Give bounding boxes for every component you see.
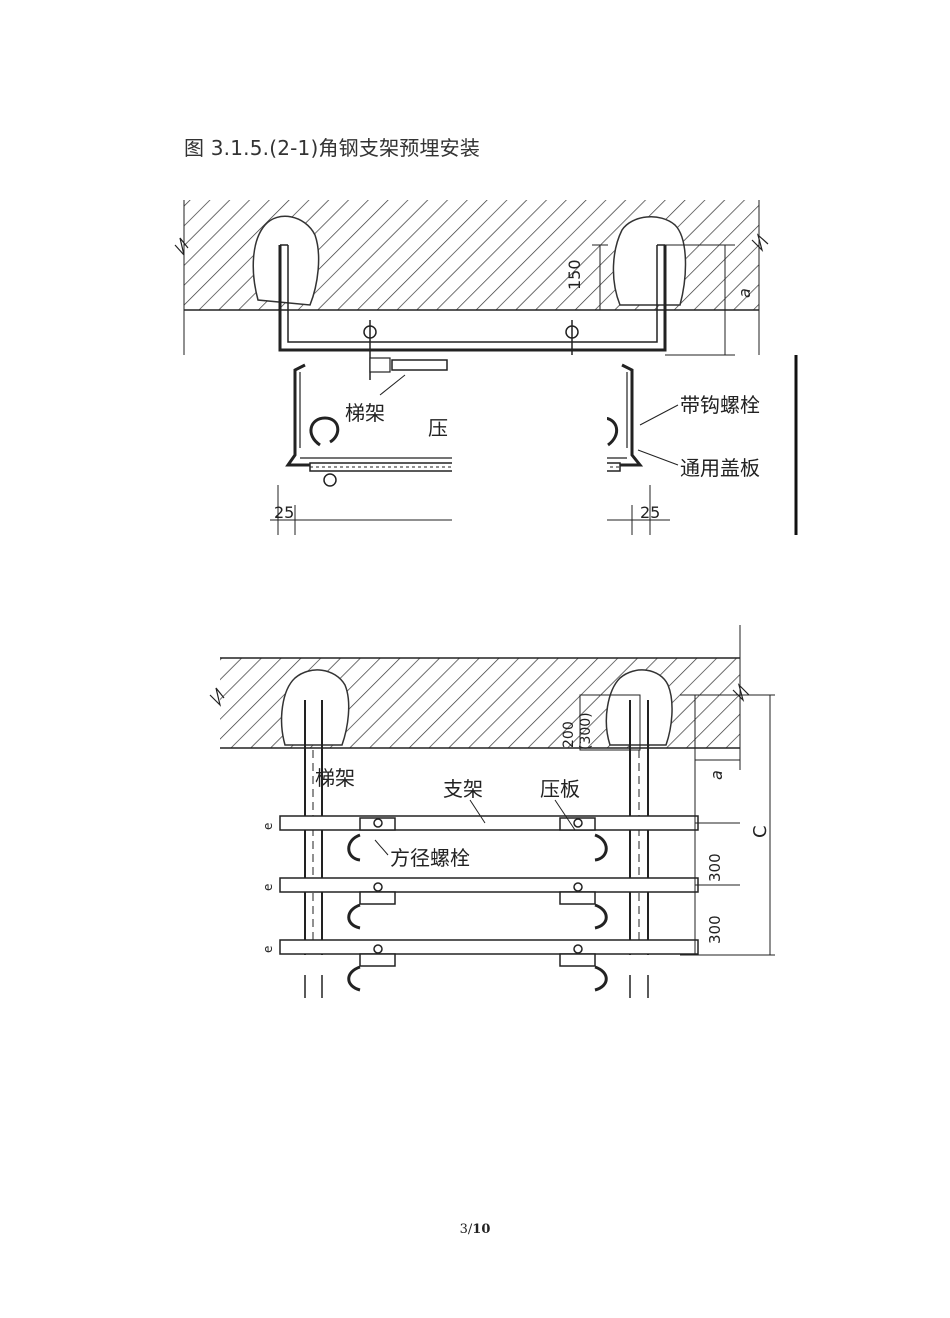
bolt-group-1 (347, 817, 608, 862)
figure-1-drawing: 150 a 25 25 梯架 压 径螺 带钩螺栓 通用盖板 (170, 180, 810, 545)
bolt-group-3 (347, 944, 608, 992)
label-press-plate: 压 (428, 416, 448, 440)
dim-150: 150 (565, 259, 584, 290)
figure-2-drawing: e e e 200 (300) a C 300 300 梯架 支架 压板 方径螺… (200, 620, 780, 1010)
dim-e2: e (261, 884, 275, 891)
left-hook (309, 416, 340, 447)
right-embedment (612, 216, 687, 306)
bracket-2 (279, 877, 699, 893)
dim-c: C (750, 825, 771, 838)
dim-300-b: 300 (706, 915, 724, 944)
page-number: 3/10 (459, 1222, 491, 1237)
dim-right-25: 25 (640, 503, 660, 522)
label-bracket: 支架 (443, 777, 483, 801)
press-plate (391, 359, 448, 371)
dim-left-25: 25 (274, 503, 294, 522)
dim-e3: e (261, 946, 275, 953)
left-embedment (280, 669, 350, 746)
dim-e1: e (261, 823, 275, 830)
bracket-1 (279, 815, 699, 831)
label-tray: 梯架 (345, 401, 385, 425)
bolt-group-2 (347, 882, 608, 930)
angle-bracket (278, 245, 667, 352)
label-press-plate: 压板 (540, 777, 580, 801)
dim-200: 200 (561, 721, 577, 748)
dim-a: a (735, 288, 754, 298)
bracket-3 (279, 939, 699, 955)
dim-300-paren: (300) (578, 712, 594, 750)
right-embedment (605, 669, 673, 746)
dim-300-a: 300 (706, 853, 724, 882)
label-tray: 梯架 (315, 766, 355, 790)
label-square-bolt: 方径螺栓 (390, 846, 470, 870)
left-embedment (252, 215, 320, 306)
label-hook-bolt: 带钩螺栓 (680, 393, 760, 417)
dim-a: a (707, 770, 726, 780)
figure-caption: 图 3.1.5.(2-1)角钢支架预埋安装 (184, 136, 481, 160)
label-cover-plate: 通用盖板 (680, 456, 760, 480)
